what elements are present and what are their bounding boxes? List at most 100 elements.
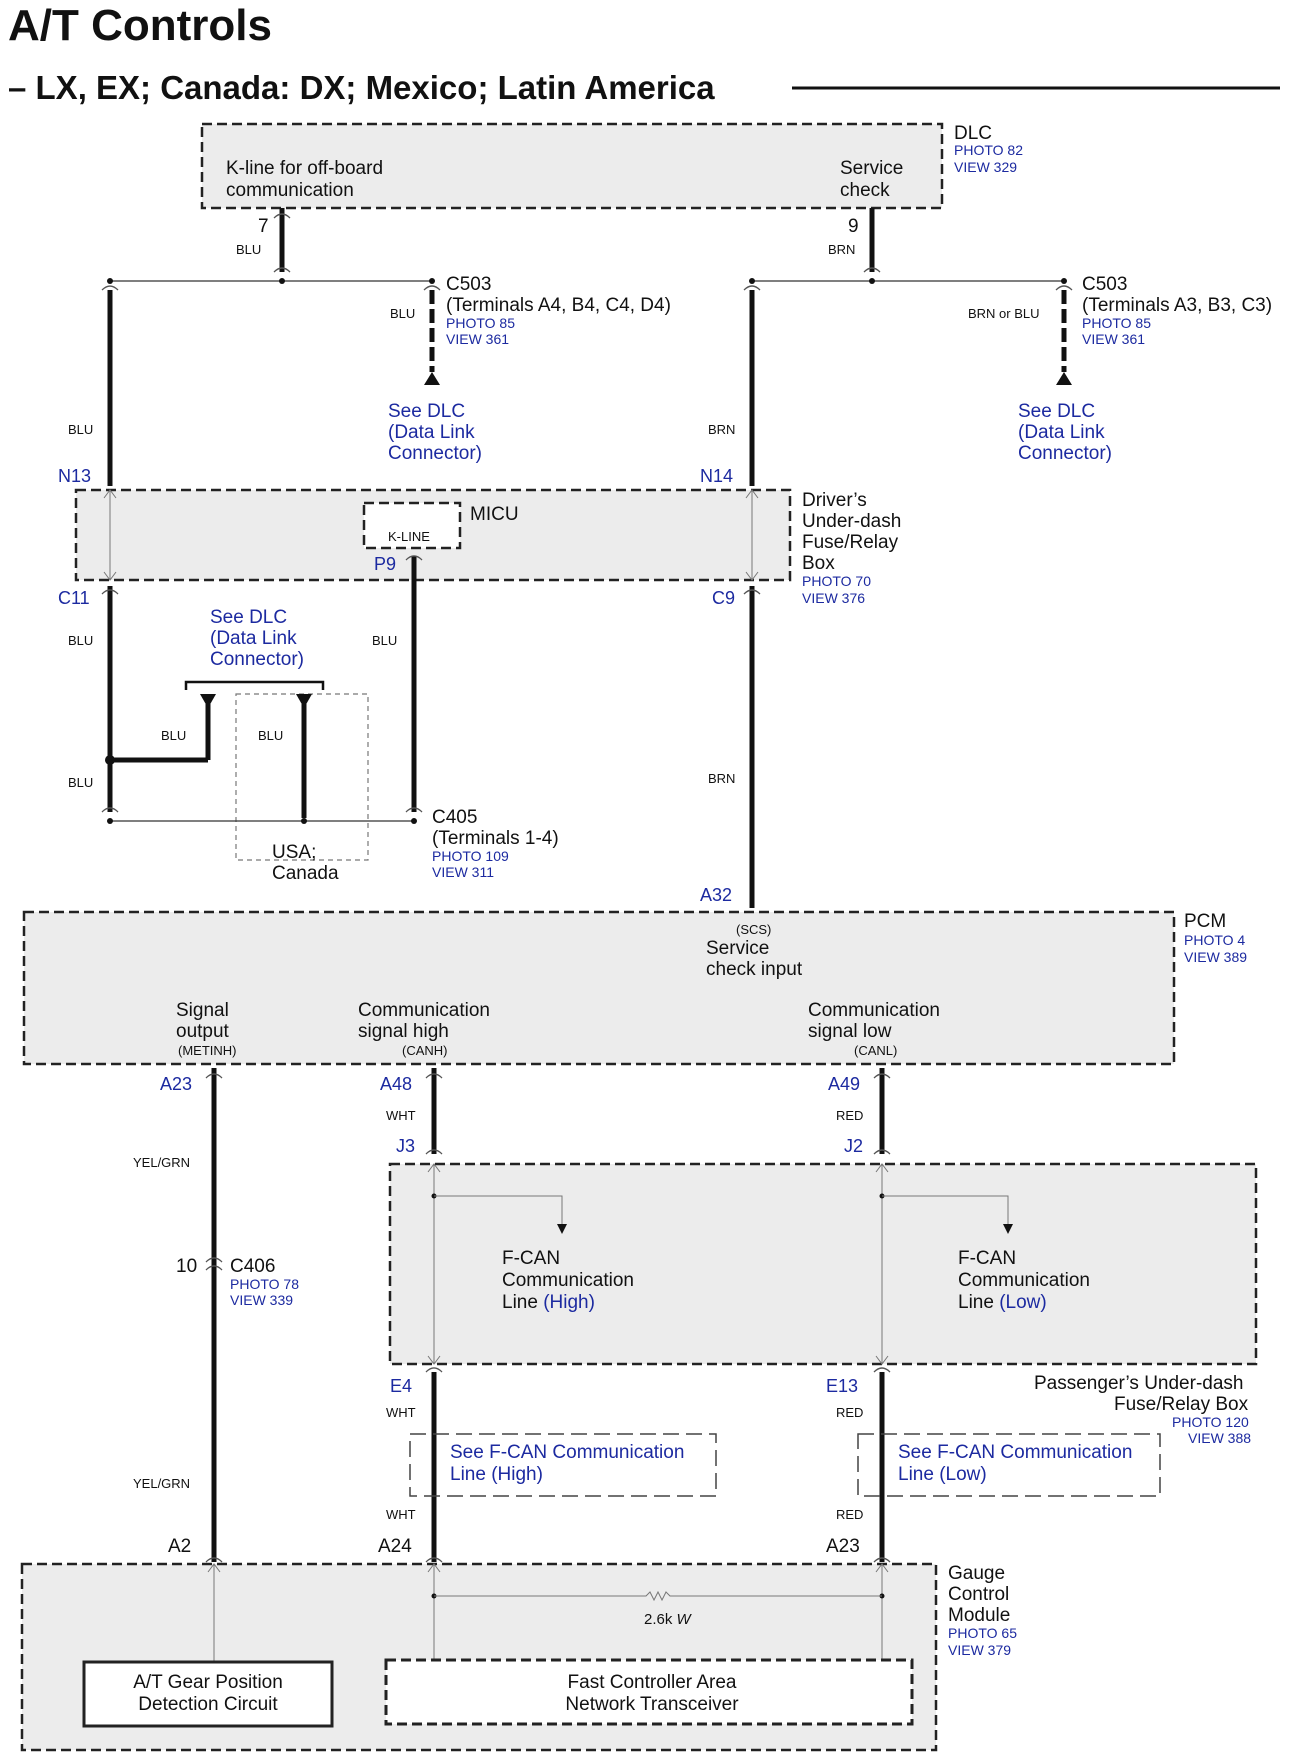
fcan-high-label-3: Line (High) — [502, 1292, 595, 1313]
c503-right-photo: PHOTO 85 — [1082, 315, 1151, 331]
wire-color-red: RED — [836, 1405, 863, 1420]
connector-arrow — [557, 1224, 567, 1234]
see-fcan-low-box — [857, 1433, 1161, 1497]
terminal-mark — [425, 1149, 443, 1155]
fcan-high-suffix: (High) — [543, 1292, 595, 1313]
terminal-mark — [425, 1367, 443, 1373]
terminal-mark — [273, 267, 291, 273]
page-title: A/T Controls — [8, 1, 272, 50]
passenger-box-photo: PHOTO 120 — [1172, 1414, 1249, 1430]
fuse-box-photo: PHOTO 70 — [802, 573, 871, 589]
dlc-box — [200, 122, 944, 210]
internal-arrows — [745, 489, 759, 581]
fcan-transceiver-label-1: Fast Controller Area — [568, 1672, 737, 1693]
terminal-mark — [743, 589, 761, 595]
fuse-box-label-3: Fuse/Relay — [802, 532, 899, 553]
terminal-mark — [873, 1073, 891, 1079]
dlc-service-label-2: check — [840, 180, 890, 201]
splice-dot — [749, 278, 755, 284]
splice-dot — [429, 278, 435, 284]
wire-color-wht: WHT — [386, 1405, 416, 1420]
resistor-value: 2.6k W — [644, 1611, 693, 1628]
fuse-box-view: VIEW 376 — [802, 590, 865, 606]
at-gear-position-circuit — [82, 1660, 334, 1728]
c503-left-name: C503 — [446, 274, 491, 295]
wire-color-brn: BRN — [708, 422, 735, 437]
c405-terminals: (Terminals 1-4) — [432, 828, 559, 849]
internal-arrows — [875, 1163, 889, 1365]
pcm-canl-2: signal low — [808, 1021, 892, 1042]
pcm-scs-code: (SCS) — [736, 922, 771, 937]
see-dlc-link-1b[interactable]: (Data Link — [388, 422, 475, 443]
splice-dot — [107, 278, 113, 284]
dlc-view-ref: VIEW 329 — [954, 159, 1017, 175]
c503-left-terminals: (Terminals A4, B4, C4, D4) — [446, 295, 671, 316]
region-usa: USA; — [272, 842, 316, 863]
connector-arrow — [200, 694, 216, 708]
see-dlc-link-1[interactable]: See DLC — [388, 401, 465, 422]
resistor-unit: W — [677, 1611, 693, 1628]
see-dlc-link-3[interactable]: See DLC — [210, 607, 287, 628]
splice-dot — [869, 278, 875, 284]
pin-a23-gauge: A23 — [826, 1536, 860, 1557]
pcm-service-label-2: check input — [706, 959, 803, 980]
c406-view: VIEW 339 — [230, 1292, 293, 1308]
fcan-high-line-word: Line — [502, 1292, 538, 1313]
see-dlc-link-2[interactable]: See DLC — [1018, 401, 1095, 422]
terminal-mark — [423, 285, 441, 291]
wire-color-wht: WHT — [386, 1507, 416, 1522]
terminal-mark — [101, 589, 119, 595]
terminal-mark — [873, 1367, 891, 1373]
pin-c9: C9 — [712, 588, 735, 608]
pcm-service-label-1: Service — [706, 938, 769, 959]
see-dlc-link-2b[interactable]: (Data Link — [1018, 422, 1105, 443]
at-gear-label-2: Detection Circuit — [138, 1694, 278, 1715]
passenger-box-label-2: Fuse/Relay Box — [1114, 1394, 1249, 1415]
see-fcan-low-link-2[interactable]: Line (Low) — [898, 1464, 987, 1485]
c503-left-view: VIEW 361 — [446, 331, 509, 347]
connector-arrow — [296, 694, 312, 708]
pin-p9: P9 — [374, 554, 396, 574]
pcm-canh-1: Communication — [358, 1000, 490, 1021]
see-fcan-high-link-2[interactable]: Line (High) — [450, 1464, 543, 1485]
see-dlc-link-2c[interactable]: Connector) — [1018, 443, 1112, 464]
wire-color-red: RED — [836, 1507, 863, 1522]
pin-e13: E13 — [826, 1376, 858, 1396]
terminal-mark — [405, 807, 423, 813]
fcan-low-label-1: F-CAN — [958, 1248, 1016, 1269]
wire-color-wht: WHT — [386, 1108, 416, 1123]
terminal-mark — [743, 285, 761, 291]
fcan-transceiver — [384, 1658, 914, 1726]
wire-color-blu: BLU — [236, 242, 261, 257]
see-dlc-link-1c[interactable]: Connector) — [388, 443, 482, 464]
pin-a24: A24 — [378, 1536, 412, 1557]
gauge-photo: PHOTO 65 — [948, 1625, 1017, 1641]
pcm-sig-out-code: (METINH) — [178, 1043, 237, 1058]
see-dlc-link-3b[interactable]: (Data Link — [210, 628, 297, 649]
internal-arrows — [427, 1163, 441, 1365]
pin-a49: A49 — [828, 1074, 860, 1094]
terminal-mark — [101, 807, 119, 813]
connector-arrow — [424, 372, 440, 385]
pcm-photo: PHOTO 4 — [1184, 932, 1245, 948]
see-fcan-low-link-1[interactable]: See F-CAN Communication — [898, 1442, 1132, 1463]
wire-color-blu: BLU — [68, 775, 93, 790]
wire-color-blu: BLU — [161, 728, 186, 743]
fcan-transceiver-label-2: Network Transceiver — [565, 1694, 739, 1715]
c405-photo: PHOTO 109 — [432, 848, 509, 864]
wire-color-blu: BLU — [390, 306, 415, 321]
dlc-bracket — [184, 680, 325, 690]
terminal-mark — [425, 1557, 443, 1563]
pin-n13: N13 — [58, 466, 91, 486]
see-dlc-link-3c[interactable]: Connector) — [210, 649, 304, 670]
wire-color-brn: BRN — [708, 771, 735, 786]
see-fcan-high-link-1[interactable]: See F-CAN Communication — [450, 1442, 684, 1463]
wire-color-red: RED — [836, 1108, 863, 1123]
inline-connector-c406 — [205, 1257, 223, 1271]
terminal-mark — [205, 1073, 223, 1079]
region-canada: Canada — [272, 863, 339, 884]
c503-right-terminals: (Terminals A3, B3, C3) — [1082, 295, 1272, 316]
pin-a48: A48 — [380, 1074, 412, 1094]
internal-arrow — [875, 1563, 889, 1573]
fuse-box-label-2: Under-dash — [802, 511, 901, 532]
